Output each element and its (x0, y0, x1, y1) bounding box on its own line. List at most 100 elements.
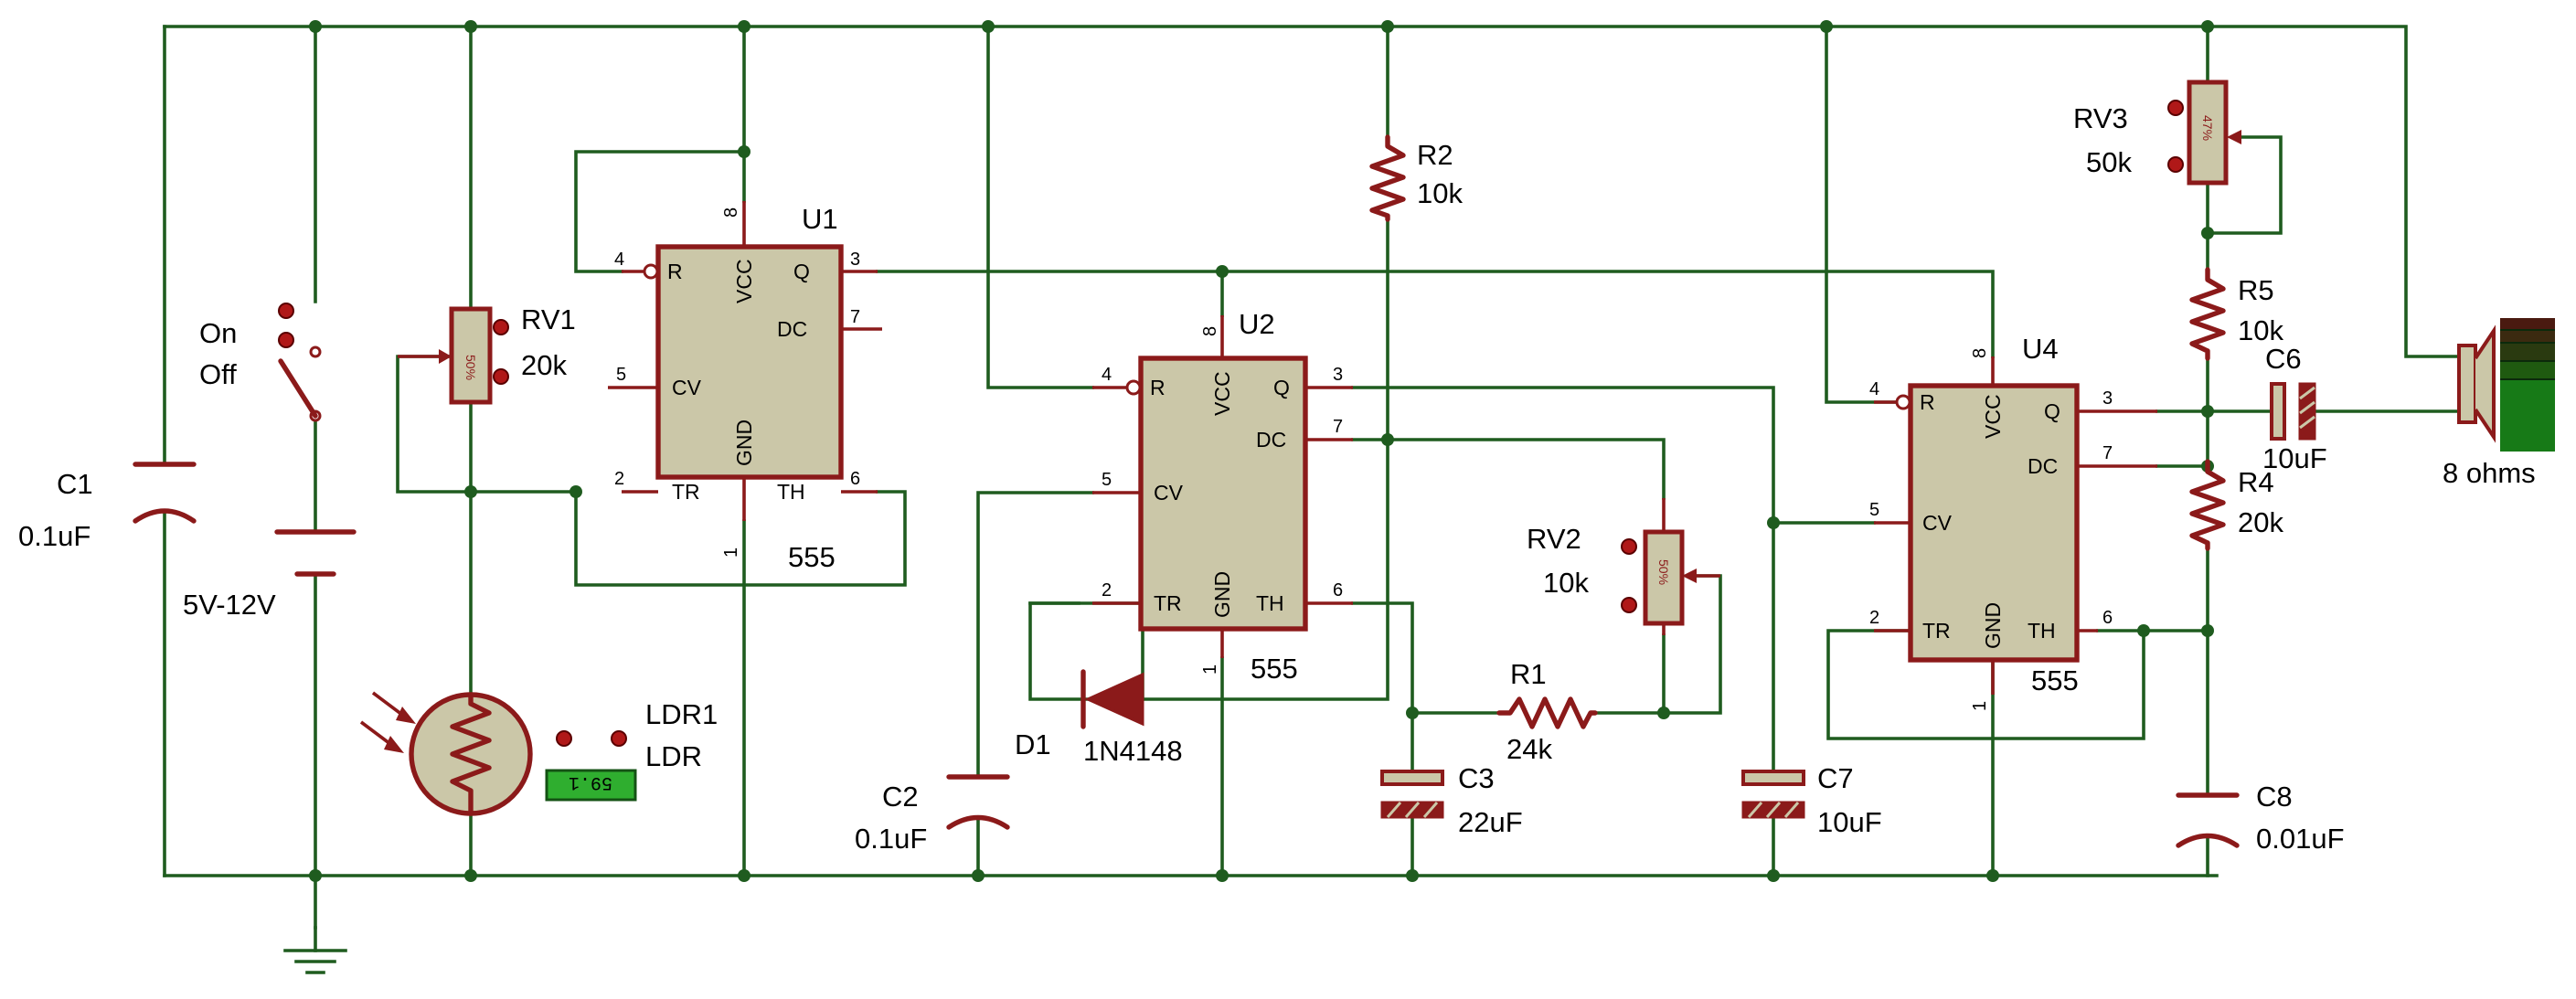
r4-value: 20k (2238, 506, 2283, 538)
svg-text:3: 3 (1333, 365, 1343, 385)
resistor-r5: R5 10k (2189, 267, 2283, 361)
svg-text:TR: TR (1922, 619, 1951, 643)
u4-type: 555 (2031, 664, 2079, 696)
svg-text:DC: DC (777, 317, 807, 341)
svg-text:7: 7 (2102, 443, 2113, 463)
rv3-setting: 47% (2200, 115, 2215, 141)
c6-ref: C6 (2265, 343, 2302, 375)
ldr1-ref: LDR1 (645, 698, 718, 730)
svg-text:1: 1 (721, 547, 741, 558)
svg-text:4: 4 (614, 250, 624, 270)
ground-symbol (283, 926, 347, 974)
u1-ref: U1 (802, 203, 838, 235)
switch: On Off (199, 303, 322, 422)
capacitor-c3: C3 22uF (1380, 762, 1523, 838)
rv1-setting: 50% (463, 355, 478, 380)
c6-value: 10uF (2262, 442, 2327, 474)
svg-text:Q: Q (793, 260, 810, 283)
speaker-value: 8 ohms (2443, 457, 2536, 489)
rv2-value: 10k (1543, 567, 1589, 599)
svg-text:R: R (1920, 390, 1935, 414)
svg-text:3: 3 (850, 250, 860, 270)
svg-text:6: 6 (2102, 608, 2113, 628)
svg-text:5: 5 (616, 365, 626, 385)
svg-text:1: 1 (1200, 664, 1220, 675)
svg-text:VCC: VCC (732, 259, 756, 303)
r5-ref: R5 (2238, 274, 2274, 306)
svg-text:5: 5 (1102, 470, 1112, 490)
ldr-readout-box (545, 769, 637, 802)
rv1-value: 20k (521, 349, 567, 381)
r2-value: 10k (1417, 177, 1463, 209)
speaker: 8 ohms (2443, 318, 2555, 489)
potentiometer-rv2: 50% RV2 10k (1527, 498, 1720, 635)
svg-text:DC: DC (1256, 428, 1286, 452)
rv2-ref: RV2 (1527, 523, 1581, 555)
r5-value: 10k (2238, 314, 2283, 346)
battery: 5V-12V (183, 529, 357, 621)
svg-text:R: R (1150, 376, 1166, 399)
capacitor-c2: C2 0.1uF (855, 774, 1010, 855)
svg-text:2: 2 (614, 469, 624, 489)
svg-text:4: 4 (1869, 379, 1879, 399)
c2-value: 0.1uF (855, 823, 927, 855)
svg-text:8: 8 (1200, 326, 1220, 336)
u2-ref: U2 (1239, 308, 1275, 340)
capacitor-c6: C6 10uF (2262, 343, 2327, 474)
r2-ref: R2 (1417, 139, 1453, 171)
c7-ref: C7 (1817, 762, 1854, 794)
capacitor-c1: C1 0.1uF (18, 462, 197, 552)
svg-text:TR: TR (672, 480, 700, 504)
diode-d1: D1 1N4148 (1015, 669, 1183, 767)
svg-text:4: 4 (1102, 365, 1112, 385)
ldr-ldr1: LDR1 LDR 59.1 (359, 691, 718, 816)
ldr-readout: 59.1 (569, 771, 612, 792)
svg-text:TR: TR (1154, 591, 1182, 615)
battery-value: 5V-12V (183, 589, 276, 621)
svg-text:3: 3 (2102, 388, 2113, 409)
rv3-ref: RV3 (2073, 102, 2128, 134)
r4-ref: R4 (2238, 466, 2274, 498)
resistor-r1: R1 24k (1496, 658, 1598, 765)
svg-text:CV: CV (1922, 511, 1953, 535)
rv2-setting: 50% (1656, 559, 1671, 585)
c3-value: 22uF (1458, 806, 1523, 838)
svg-text:6: 6 (850, 469, 860, 489)
r1-ref: R1 (1510, 658, 1547, 690)
capacitor-c7: C7 10uF (1741, 762, 1882, 838)
c7-value: 10uF (1817, 806, 1882, 838)
d1-value: 1N4148 (1083, 735, 1183, 767)
svg-text:TH: TH (2028, 619, 2056, 643)
svg-text:2: 2 (1869, 608, 1879, 628)
svg-text:Q: Q (2044, 399, 2060, 423)
svg-text:R: R (667, 260, 683, 283)
ldr1-value: LDR (645, 740, 702, 772)
switch-off-label: Off (199, 358, 237, 390)
svg-text:8: 8 (721, 207, 741, 218)
u2-type: 555 (1251, 653, 1298, 685)
svg-text:Q: Q (1273, 376, 1290, 399)
svg-text:TH: TH (1256, 591, 1284, 615)
potentiometer-rv1: 50% RV1 20k (398, 303, 576, 405)
svg-text:VCC: VCC (1981, 394, 2005, 439)
u1-type: 555 (788, 541, 836, 573)
r1-value: 24k (1506, 733, 1552, 765)
potentiometer-rv3: 47% RV3 50k (2073, 80, 2241, 186)
svg-text:GND: GND (1981, 602, 2005, 649)
svg-text:5: 5 (1869, 500, 1879, 520)
ic-u2: R CV TR Q DC TH VCC GND 4 5 2 3 7 6 8 1 … (1092, 308, 1353, 685)
c2-ref: C2 (882, 781, 919, 813)
svg-text:CV: CV (672, 376, 702, 399)
svg-text:VCC: VCC (1210, 371, 1234, 416)
u4-ref: U4 (2022, 333, 2059, 365)
svg-text:7: 7 (850, 307, 860, 327)
c3-ref: C3 (1458, 762, 1495, 794)
svg-text:8: 8 (1970, 348, 1990, 358)
svg-text:7: 7 (1333, 417, 1343, 437)
ic-u1: R CV TR Q DC TH VCC GND 4 5 2 3 7 6 8 1 … (608, 201, 882, 573)
c1-ref: C1 (57, 468, 93, 500)
svg-text:DC: DC (2028, 454, 2058, 478)
svg-text:GND: GND (732, 420, 756, 466)
svg-text:GND: GND (1210, 571, 1234, 618)
